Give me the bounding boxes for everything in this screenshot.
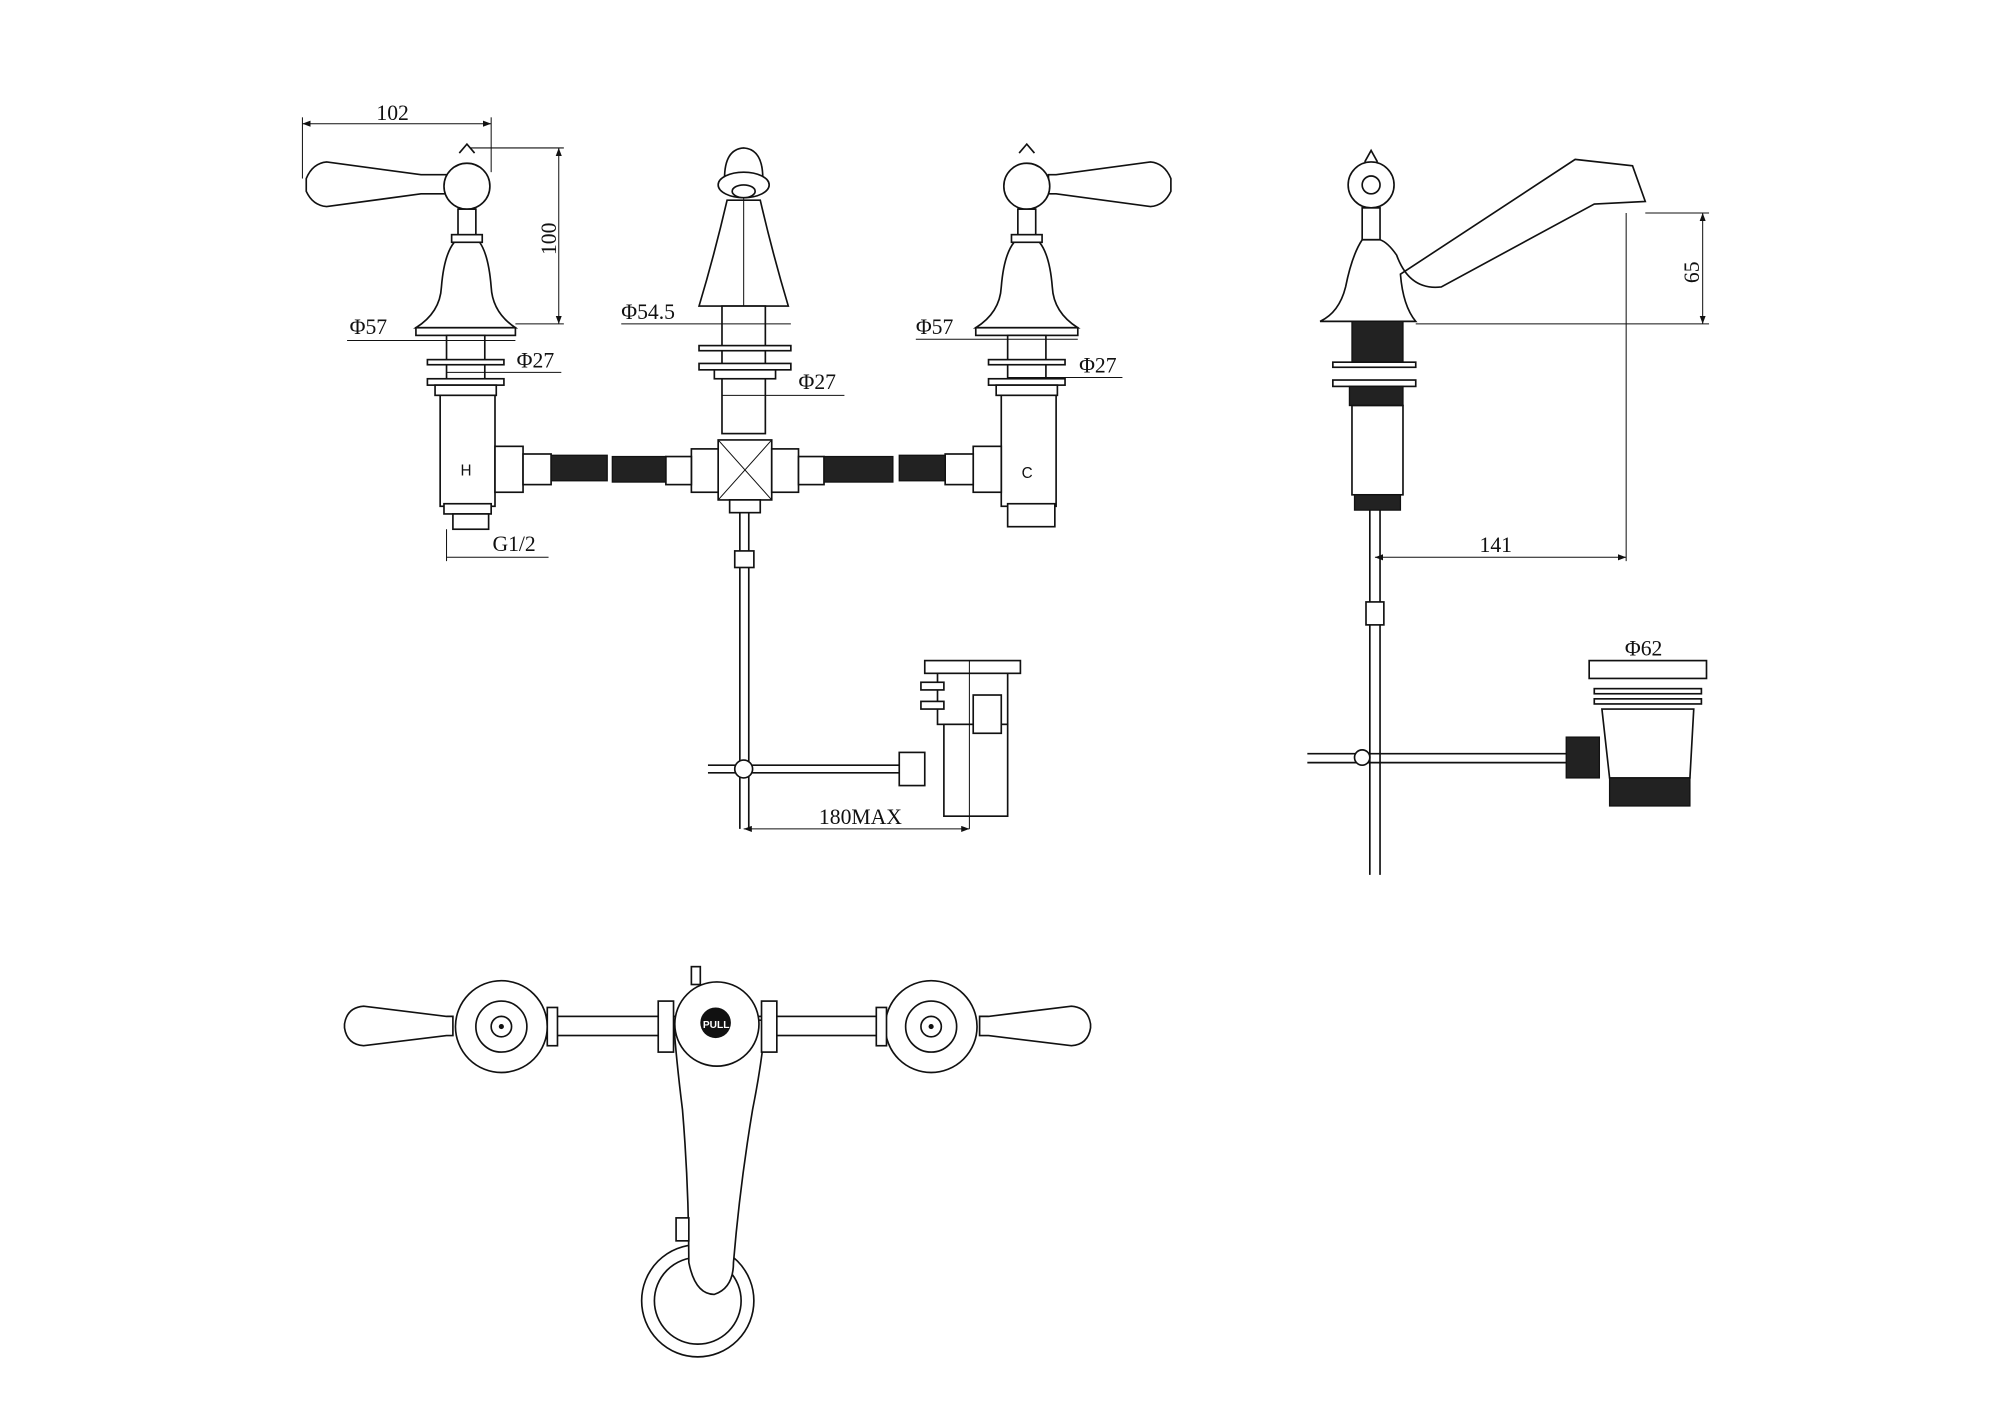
cold-dimensions: Φ57 Φ27 (915, 315, 1123, 378)
spout-dimensions: Φ54.5 Φ27 (621, 300, 845, 396)
cold-valve-front-view: C (898, 142, 1172, 528)
mixer-top-view: PULL (343, 965, 1092, 1358)
dim-spout-shank: Φ27 (799, 370, 837, 394)
dim-handle-height: 100 (537, 223, 561, 255)
dim-spout-height: 65 (1680, 261, 1704, 283)
dim-rod-max: 180MAX (819, 805, 902, 829)
hot-label: H (461, 463, 472, 480)
mixer-side-view (1307, 148, 1708, 875)
side-dimensions: 65 141 Φ62 (1374, 212, 1710, 662)
spout-front-view (611, 147, 894, 829)
dim-waste-dia: Φ62 (1625, 636, 1663, 660)
dim-cold-base: Φ57 (916, 315, 954, 339)
dim-spout-base: Φ54.5 (621, 300, 675, 324)
cold-label: C (1022, 465, 1033, 482)
pull-label: PULL (703, 1020, 730, 1031)
dim-hot-base: Φ57 (350, 315, 388, 339)
popup-waste-front-view (707, 659, 1022, 829)
dim-hot-shank: Φ27 (517, 348, 555, 372)
dim-spout-reach: 141 (1480, 533, 1512, 557)
rod-dimension: 180MAX (743, 805, 970, 832)
dim-thread: G1/2 (492, 532, 535, 556)
dim-handle-width: 102 (376, 101, 408, 125)
dim-cold-shank: Φ27 (1079, 353, 1117, 377)
hot-dimensions: 102 100 Φ57 Φ27 G1/2 (301, 101, 564, 562)
hot-valve-front-view: H (305, 142, 608, 531)
